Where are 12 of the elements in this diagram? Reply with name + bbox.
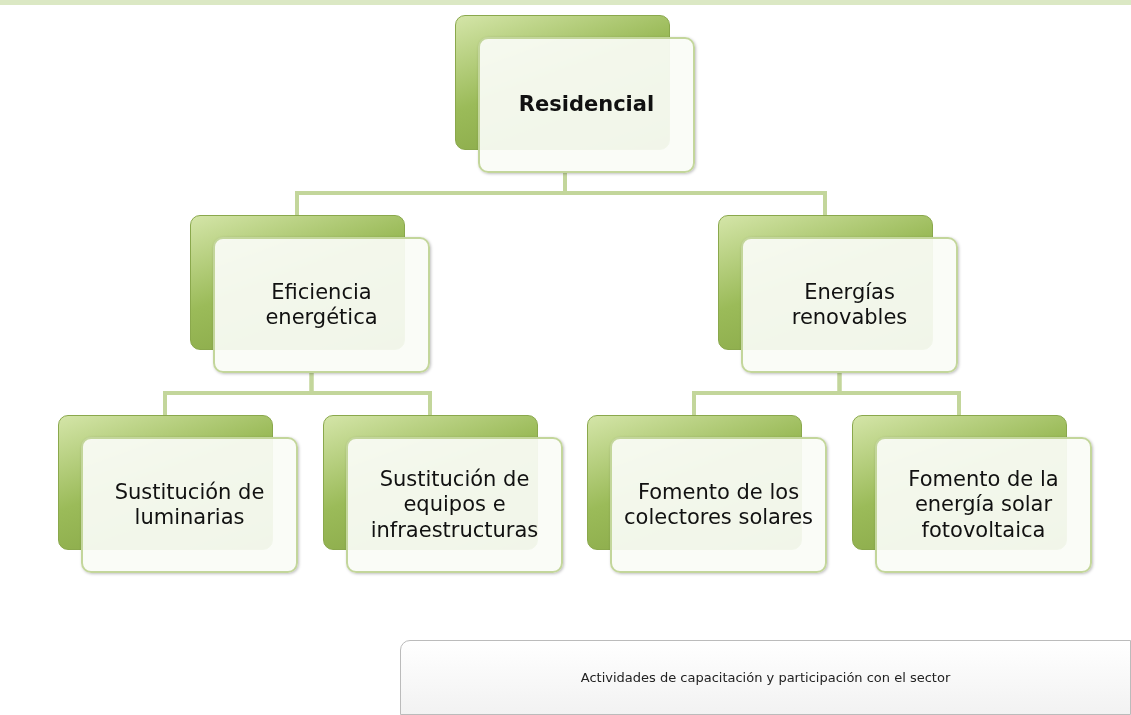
node-label: Energías renovables bbox=[790, 279, 909, 331]
node-label: Fomento de la energía solar fotovoltaica bbox=[907, 467, 1060, 543]
node-label: Fomento de los colectores solares bbox=[623, 479, 814, 531]
node-label: Sustitución de luminarias bbox=[113, 479, 266, 531]
connector-line bbox=[309, 373, 432, 415]
node-label: Sustitución de equipos e infraestructuras bbox=[369, 467, 540, 543]
node-label: Residencial bbox=[517, 92, 656, 118]
connector-line bbox=[837, 373, 961, 415]
connector-line bbox=[563, 173, 827, 215]
banner-text: Actividades de capacitación y participación con el sector bbox=[580, 670, 951, 685]
banner-box bbox=[400, 640, 1131, 715]
node-label: Eficiencia energética bbox=[264, 279, 379, 331]
